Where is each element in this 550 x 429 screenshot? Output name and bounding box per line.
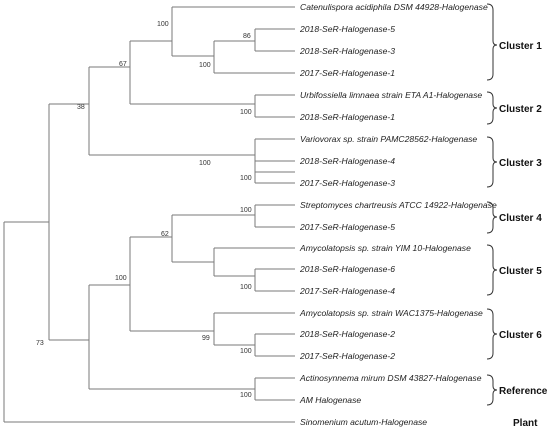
bootstrap-c6-inner: 100 — [240, 348, 252, 355]
leaf-label: 2017-SeR-Halogenase-3 — [299, 178, 395, 188]
bootstrap-c2: 100 — [240, 109, 252, 116]
bootstrap-upper: 38 — [77, 104, 85, 111]
cluster-2-label: Cluster 2 — [499, 104, 542, 115]
leaf-label: Streptomyces chartreusis ATCC 14922-Halo… — [300, 200, 497, 210]
leaf-label: 2018-SeR-Halogenase-5 — [299, 24, 395, 34]
bootstrap-c5-inner: 100 — [240, 284, 252, 291]
leaf-label: Variovorax sp. strain PAMC28562-Halogena… — [300, 134, 477, 144]
cluster-6-label: Cluster 6 — [499, 330, 542, 341]
leaf-label: 2017-SeR-Halogenase-5 — [299, 222, 395, 232]
reference-label: Reference — [499, 386, 548, 397]
cluster-5-label: Cluster 5 — [499, 266, 542, 277]
bootstrap-c3: 100 — [199, 160, 211, 167]
leaf-label: 2018-SeR-Halogenase-2 — [299, 329, 395, 339]
leaf-label: 2018-SeR-Halogenase-4 — [299, 156, 395, 166]
plant-label: Plant — [513, 418, 538, 429]
bootstrap-c45: 62 — [161, 231, 169, 238]
bootstrap-c1-sub: 100 — [199, 62, 211, 69]
bootstrap-c1-inner: 86 — [243, 33, 251, 40]
leaf-label: 2018-SeR-Halogenase-1 — [299, 112, 395, 122]
bootstrap-c1: 67 — [119, 61, 127, 68]
cluster-3-label: Cluster 3 — [499, 158, 542, 169]
leaf-label: Amycolatopsis sp. strain YIM 10-Halogena… — [299, 243, 471, 253]
cluster-4-label: Cluster 4 — [499, 213, 542, 224]
leaf-labels: Catenulispora acidiphila DSM 44928-Halog… — [299, 2, 497, 427]
cluster-1-label: Cluster 1 — [499, 41, 542, 52]
bootstrap-values: 100 86 100 67 100 100 100 38 100 100 62 … — [36, 21, 252, 399]
leaf-label: Catenulispora acidiphila DSM 44928-Halog… — [300, 2, 488, 12]
bootstrap-c6: 99 — [202, 335, 210, 342]
leaf-label: Actinosynnema mirum DSM 43827-Halogenase — [299, 373, 482, 383]
reference-bracket — [486, 374, 498, 406]
leaf-label: Sinomenium acutum-Halogenase — [300, 417, 427, 427]
leaf-label: 2018-SeR-Halogenase-6 — [299, 264, 395, 274]
leaf-label: 2017-SeR-Halogenase-4 — [299, 286, 395, 296]
cluster-brackets: Cluster 1 Cluster 2 Cluster 3 Cluster 4 … — [486, 3, 548, 429]
bootstrap-ingroup: 73 — [36, 340, 44, 347]
bootstrap-c4: 100 — [240, 207, 252, 214]
leaf-label: AM Halogenase — [299, 395, 361, 405]
cluster-2-bracket — [486, 91, 498, 125]
cluster-3-bracket — [486, 136, 498, 188]
tree-branches — [3, 6, 295, 423]
cluster-6-bracket — [486, 308, 498, 360]
bootstrap-c1-top: 100 — [157, 21, 169, 28]
bootstrap-c456: 100 — [115, 275, 127, 282]
leaf-label: Urbifossiella limnaea strain ETA A1-Halo… — [300, 90, 482, 100]
cluster-1-bracket — [486, 3, 498, 81]
leaf-label: 2017-SeR-Halogenase-2 — [299, 351, 395, 361]
leaf-label: 2018-SeR-Halogenase-3 — [299, 46, 395, 56]
cluster-4-bracket — [486, 201, 498, 234]
bootstrap-c3-inner: 100 — [240, 175, 252, 182]
leaf-label: Amycolatopsis sp. strain WAC1375-Halogen… — [299, 308, 483, 318]
cluster-5-bracket — [486, 244, 498, 296]
leaf-label: 2017-SeR-Halogenase-1 — [299, 68, 395, 78]
bootstrap-ref: 100 — [240, 392, 252, 399]
